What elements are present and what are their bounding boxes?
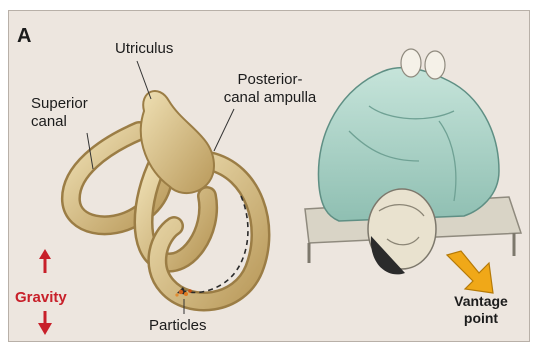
label-gravity: Gravity — [15, 289, 67, 307]
patient-illustration — [305, 49, 521, 274]
label-superior-canal: Superior canal — [31, 95, 111, 131]
label-vantage-line-2: point — [436, 310, 526, 327]
label-posterior-line-2: canal ampulla — [215, 89, 325, 107]
label-utriculus: Utriculus — [115, 40, 173, 58]
label-superior-canal-line-2: canal — [31, 113, 111, 131]
label-posterior-line-1: Posterior- — [215, 71, 325, 89]
vantage-arrow-icon — [447, 251, 493, 293]
label-posterior-canal-ampulla: Posterior- canal ampulla — [215, 71, 325, 107]
illustration — [9, 11, 529, 341]
figure-panel: A Utriculus Superior canal Posterior- ca… — [8, 10, 530, 342]
label-vantage-point: Vantage point — [436, 293, 526, 327]
label-superior-canal-line-1: Superior — [31, 95, 111, 113]
panel-letter: A — [17, 27, 31, 45]
label-particles: Particles — [149, 317, 207, 335]
label-vantage-line-1: Vantage — [436, 293, 526, 310]
